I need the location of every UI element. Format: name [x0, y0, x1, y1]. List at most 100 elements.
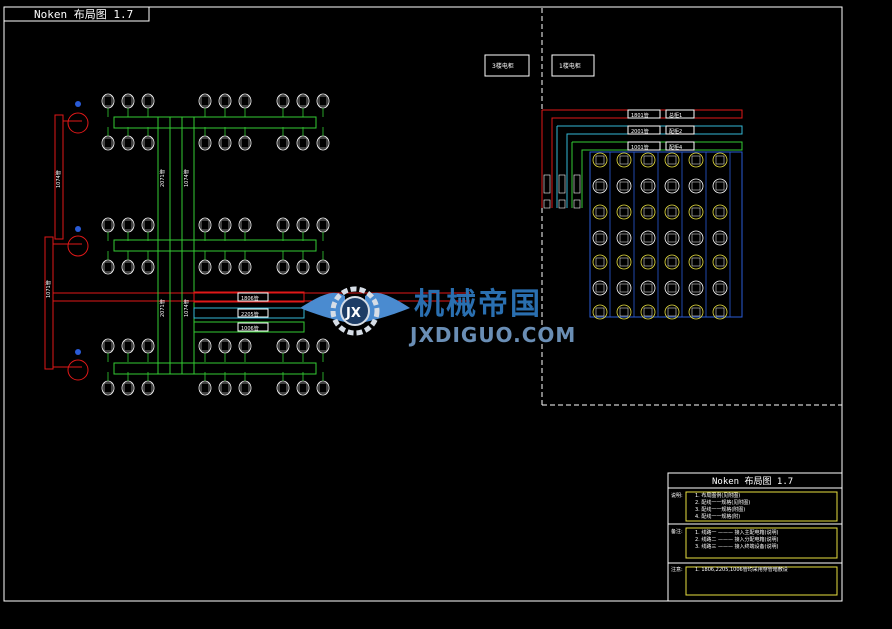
device-node — [141, 380, 155, 396]
grid-device — [592, 280, 608, 296]
notes-section1-line-2: 3. 配线一一规格(附图) — [695, 506, 745, 513]
grid-device — [616, 254, 632, 270]
device-node — [276, 135, 290, 151]
device-node — [101, 380, 115, 396]
device-node — [141, 217, 155, 233]
grid-device — [616, 152, 632, 168]
grid-device — [640, 204, 656, 220]
mid-cable-label-1: 2205管 — [241, 311, 259, 318]
grid-device — [616, 204, 632, 220]
grid-device — [688, 280, 704, 296]
device-node — [218, 93, 232, 109]
notes-section2-line-1: 2. 线路二 ——— 接入分配电箱(说明) — [695, 536, 778, 543]
grid-device — [616, 280, 632, 296]
grid-device — [640, 280, 656, 296]
cable-label-b: 1074管 — [55, 170, 62, 188]
cable-label-c: 2071管 — [159, 169, 166, 187]
room-box-a-label: 3楼电柜 — [492, 62, 514, 70]
grid-device — [640, 152, 656, 168]
left-zone: 1071管 1074管 2071管 1074管 2071管 1074管 1806… — [44, 93, 470, 396]
drawing-frame — [3, 6, 843, 602]
grid-device — [592, 152, 608, 168]
device-node — [316, 259, 330, 275]
grid-device — [688, 230, 704, 246]
device-node — [276, 259, 290, 275]
notes-section2-line-2: 3. 线路三 ——— 接入终端设备(说明) — [695, 543, 778, 550]
device-node — [198, 259, 212, 275]
device-node — [141, 135, 155, 151]
right-cable-tag-1: 配柜2 — [669, 128, 682, 135]
device-node — [218, 380, 232, 396]
device-node — [316, 338, 330, 354]
svg-text:JX: JX — [345, 306, 361, 321]
right-cable-code-1: 2001管 — [631, 128, 649, 135]
grid-device — [616, 178, 632, 194]
grid-device — [664, 204, 680, 220]
cable-label-a: 1071管 — [45, 280, 52, 298]
room-box-b-label: 1楼电柜 — [559, 62, 581, 70]
trunk-tag — [573, 199, 581, 209]
device-node — [198, 338, 212, 354]
device-node — [121, 135, 135, 151]
cable-label-f: 1074管 — [183, 299, 190, 317]
device-node — [121, 259, 135, 275]
right-cable-code-2: 1001管 — [631, 144, 649, 151]
device-node — [101, 338, 115, 354]
cable-label-e: 2071管 — [159, 299, 166, 317]
source-node-bottom — [67, 349, 89, 381]
device-node — [101, 259, 115, 275]
grid-device — [712, 204, 728, 220]
device-node — [121, 93, 135, 109]
device-node — [238, 259, 252, 275]
device-node — [218, 259, 232, 275]
cable-label-d: 1074管 — [183, 169, 190, 187]
grid-device — [688, 204, 704, 220]
device-node — [296, 380, 310, 396]
device-node — [121, 338, 135, 354]
grid-device — [640, 304, 656, 320]
grid-device — [664, 230, 680, 246]
trunk-tag — [558, 174, 566, 194]
grid-device — [712, 152, 728, 168]
grid-device — [688, 254, 704, 270]
notes-section3-label: 注意: — [671, 566, 683, 573]
trunk-tag — [543, 174, 551, 194]
device-node — [316, 380, 330, 396]
device-node — [141, 259, 155, 275]
device-node — [296, 338, 310, 354]
source-node-mid — [67, 226, 89, 257]
notes-section2-label: 备注: — [671, 528, 683, 535]
device-node — [276, 217, 290, 233]
title-block-header: Noken 布局图 1.7 — [712, 475, 793, 487]
device-node — [238, 380, 252, 396]
right-zone: 1801管 总柜1 2001管 配柜2 1001管 配柜4 — [541, 109, 743, 320]
grid-device — [688, 304, 704, 320]
mid-cables: 1806管 2205管 1006管 — [193, 291, 305, 333]
device-node — [141, 338, 155, 354]
trunk-tag — [573, 174, 581, 194]
device-node — [296, 217, 310, 233]
notes-section3-line-0: 1. 1806,2205,1006管均采用穿管暗敷设 — [695, 566, 788, 573]
device-node — [198, 93, 212, 109]
device-node — [141, 93, 155, 109]
device-node — [101, 217, 115, 233]
trunk-tag — [543, 199, 551, 209]
grid-device — [664, 280, 680, 296]
device-node — [238, 217, 252, 233]
source-node-top — [67, 101, 89, 134]
device-node — [121, 380, 135, 396]
device-node — [316, 135, 330, 151]
watermark-cn: 机械帝国 — [414, 287, 542, 322]
device-node — [218, 135, 232, 151]
left-device-nodes — [101, 93, 330, 396]
right-device-grid — [543, 152, 731, 320]
grid-device — [664, 178, 680, 194]
mid-cable-label-2: 1006管 — [241, 325, 259, 332]
grid-device — [712, 178, 728, 194]
gear-logo-icon: JX — [300, 286, 410, 336]
notes-section1-line-1: 2. 配线一一规格(见附图) — [695, 499, 750, 506]
grid-device — [592, 254, 608, 270]
device-node — [198, 217, 212, 233]
mid-cable-label-0: 1806管 — [241, 295, 259, 302]
